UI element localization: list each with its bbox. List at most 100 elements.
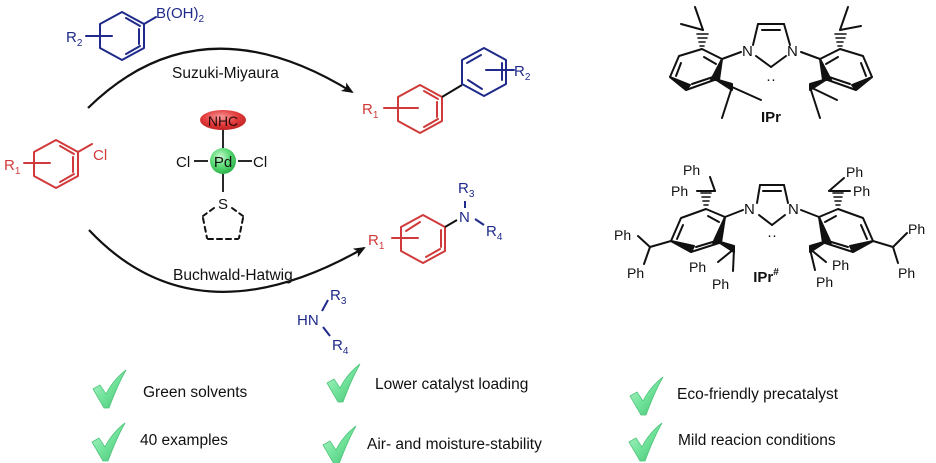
feature-label: Air- and moisture-stability (367, 436, 542, 453)
ipr-nitrogen-left: N (742, 43, 753, 60)
feature-label: Eco-friendly precatalyst (677, 386, 839, 403)
isopropyl-bond (694, 6, 704, 31)
feature-item (628, 422, 663, 462)
nhc-label: NHC (208, 113, 238, 129)
c-b-bond (143, 16, 157, 25)
arylamine-product: N R3 R4 R1 (368, 180, 503, 264)
benzhydryl-bond (809, 248, 816, 271)
feature-label: Green solvents (143, 384, 247, 401)
isopropyl-bond (809, 86, 838, 101)
wedge-bond (712, 216, 726, 244)
n-r4-bond (474, 218, 485, 226)
phenyl-label: Ph (898, 265, 915, 281)
iprh-nitrogen-right: N (788, 201, 799, 218)
imidazole-bond (783, 23, 791, 46)
feature-list: Green solvents 40 examples Lower catalys… (91, 363, 839, 463)
ipr-ligand: N N ·· (669, 6, 873, 126)
product-nitrogen-label: N (459, 209, 470, 226)
feature-label: Mild reacion conditions (678, 432, 836, 449)
product-r3-label: R3 (458, 180, 475, 200)
chlorine-label: Cl (93, 147, 107, 164)
isopropyl-bond (731, 86, 762, 101)
feature-label: 40 examples (140, 432, 228, 449)
aryl-chloride: Cl R1 (4, 139, 107, 189)
check-icon (92, 369, 127, 409)
product-r2-label: R2 (514, 63, 531, 83)
aryl-boronic-acid: B(OH)2 R2 (66, 5, 205, 61)
suzuki-miyaura-arrow (87, 47, 354, 109)
imidazole-bond (755, 55, 772, 68)
chloride-right-label: Cl (253, 154, 267, 171)
benzhydryl-bond (828, 177, 845, 192)
chloride-left-label: Cl (176, 154, 190, 171)
phenyl-label: Ph (627, 265, 644, 281)
phenyl-label: Ph (614, 227, 631, 243)
biaryl-bond (441, 84, 463, 98)
c-cl-bond (77, 143, 93, 153)
palladium-sphere (210, 148, 236, 174)
phenyl-label: Ph (853, 183, 870, 199)
wedge-bond (669, 76, 691, 91)
boronic-acid-label: B(OH)2 (156, 5, 205, 25)
benzhydryl-bond (872, 240, 894, 248)
isopropyl-bond (839, 6, 849, 31)
wedge-bond (849, 240, 874, 253)
phenyl-label: Ph (683, 162, 700, 178)
phenyl-label: Ph (908, 221, 925, 237)
imidazole-bond (752, 23, 759, 46)
check-icon (628, 422, 663, 462)
biaryl-product: R1 R2 (362, 47, 531, 134)
c-n-bond (444, 219, 458, 228)
benzene-ring-boronic-acid (85, 11, 157, 61)
benzhydryl-bond (809, 248, 827, 263)
iprh-nitrogen-left: N (744, 201, 755, 218)
benzhydryl-bond (892, 246, 899, 264)
imidazole-bond (770, 55, 787, 68)
feature-item (326, 363, 361, 403)
nhc-ligand-oval (200, 110, 246, 130)
isopropyl-bond (839, 25, 862, 31)
hashed-bond (696, 33, 709, 47)
wedge-bond (714, 78, 733, 91)
arylamine-ring (391, 214, 446, 264)
pd-precatalyst: NHC Pd Cl Cl S (176, 110, 267, 240)
suzuki-miyaura-label: Suzuki-Miyaura (172, 65, 279, 82)
check-icon (91, 422, 126, 462)
wedge-bond (670, 240, 695, 253)
benzhydryl-bond (717, 248, 735, 263)
feature-item (91, 422, 126, 462)
check-icon (322, 425, 357, 463)
n-aryl-bond (721, 51, 742, 60)
phenyl-label: Ph (832, 257, 849, 273)
feature-item (629, 376, 664, 416)
check-icon (629, 376, 664, 416)
isopropyl-bond (680, 23, 704, 31)
product-ring-r2 (461, 47, 515, 97)
tetrahydrothiophene-ring (202, 207, 244, 240)
r2-label: R2 (66, 29, 83, 49)
wedge-bond (818, 216, 832, 244)
ipr-name-label: IPr (761, 109, 781, 126)
arylamine-r1-label: R1 (368, 232, 385, 252)
buchwald-hartwig-label: Buchwald-Hatwig (173, 267, 293, 284)
phenyl-label: Ph (689, 259, 706, 275)
benzhydryl-bond (649, 240, 672, 248)
feature-label: Lower catalyst loading (375, 376, 528, 393)
phenyl-label: Ph (671, 183, 688, 199)
hashed-bond (834, 33, 847, 47)
hashed-bond (832, 192, 844, 206)
phenyl-label: Ph (816, 274, 833, 290)
amine-r3-label: R3 (330, 287, 347, 307)
n-aryl-bond (800, 51, 821, 60)
feature-item (322, 425, 357, 463)
product-ring-r1 (383, 84, 443, 134)
benzhydryl-bond (709, 176, 716, 192)
benzhydryl-bond (732, 248, 735, 272)
n-r3-bond (321, 299, 329, 312)
iprh-name-label: IPr# (753, 267, 779, 286)
n-r4-bond (322, 326, 331, 337)
isopropyl-bond (721, 86, 733, 119)
benzene-ring-aryl-chloride (23, 139, 93, 189)
ipr-nitrogen-right: N (787, 43, 798, 60)
